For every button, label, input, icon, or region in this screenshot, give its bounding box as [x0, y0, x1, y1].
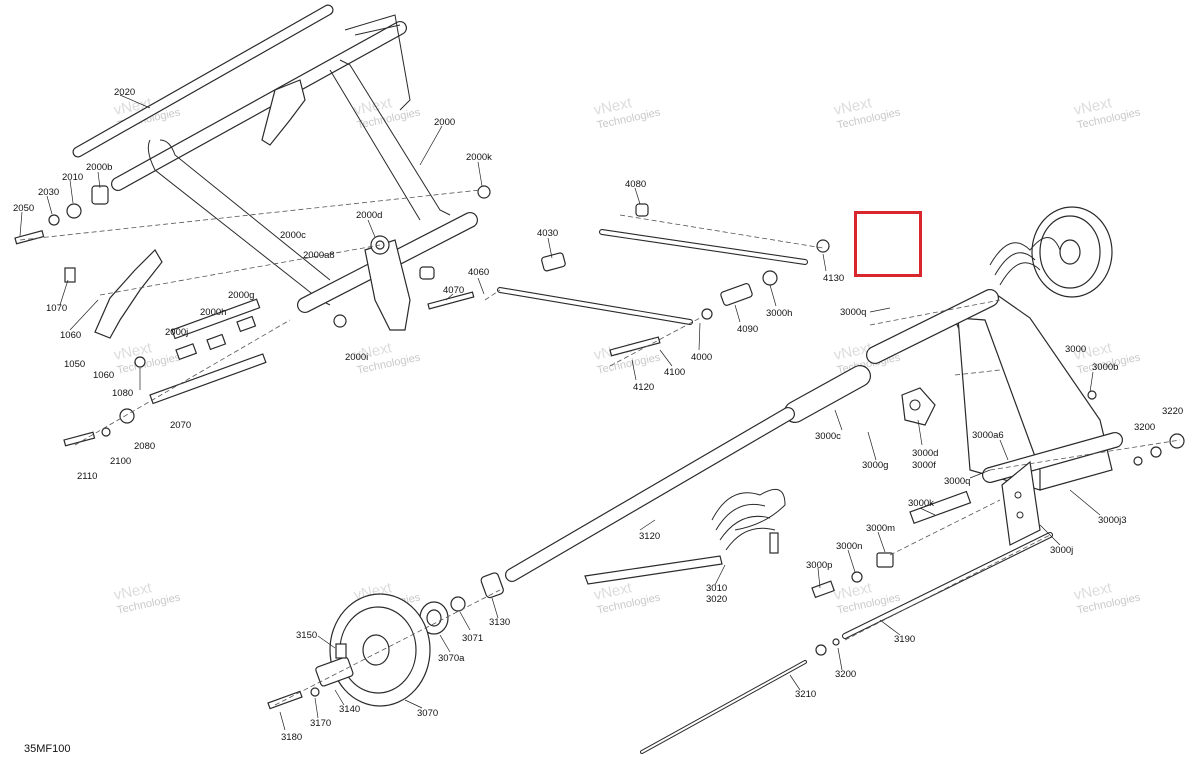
part-label[interactable]: 3000p — [806, 560, 832, 571]
part-label[interactable]: 3000g — [862, 460, 888, 471]
part-label[interactable]: 2000g — [228, 290, 254, 301]
part-label[interactable]: 3000q — [944, 476, 970, 487]
part-label[interactable]: 3000 — [1065, 344, 1086, 355]
part-label[interactable]: 3190 — [894, 634, 915, 645]
link-rod-assembly — [497, 203, 830, 357]
part-label[interactable]: 2000h — [200, 307, 226, 318]
part-label[interactable]: 3140 — [339, 704, 360, 715]
part-label[interactable]: 1070 — [46, 303, 67, 314]
part-label[interactable]: 4120 — [633, 382, 654, 393]
front-arm-assembly — [14, 4, 491, 447]
leader-lines — [19, 94, 1101, 731]
part-label[interactable]: 3010 — [706, 583, 727, 594]
part-label[interactable]: 3220 — [1162, 406, 1183, 417]
part-label[interactable]: 3000d — [912, 448, 938, 459]
highlight-box — [854, 211, 922, 277]
part-label[interactable]: 3000c — [815, 431, 841, 442]
assembly-centerlines — [19, 189, 1181, 706]
part-label[interactable]: 2110 — [77, 471, 97, 482]
part-label[interactable]: 2000b — [86, 162, 112, 173]
part-label[interactable]: 3180 — [281, 732, 302, 743]
part-label[interactable]: 1060 — [60, 330, 81, 341]
part-label[interactable]: 3000q — [840, 307, 866, 318]
part-label[interactable]: 3000b — [1092, 362, 1118, 373]
part-label[interactable]: 3200 — [835, 669, 856, 680]
part-label[interactable]: 3000j — [1050, 545, 1073, 556]
part-label[interactable]: 2070 — [170, 420, 191, 431]
part-label[interactable]: 3070a — [438, 653, 465, 664]
part-label[interactable]: 3120 — [639, 531, 660, 542]
part-label[interactable]: 3130 — [489, 617, 510, 628]
part-label[interactable]: 3000f — [912, 460, 936, 471]
part-label[interactable]: 2000 — [434, 117, 455, 128]
part-label[interactable]: 2030 — [38, 187, 59, 198]
part-label[interactable]: 1050 — [64, 359, 85, 370]
part-label[interactable]: 4030 — [537, 228, 558, 239]
part-label[interactable]: 2100 — [110, 456, 131, 467]
part-label[interactable]: 3170 — [310, 718, 331, 729]
part-label[interactable]: 4130 — [823, 273, 844, 284]
part-label[interactable]: 2010 — [62, 172, 83, 183]
part-label[interactable]: 3210 — [795, 689, 816, 700]
part-label[interactable]: 4000 — [691, 352, 712, 363]
part-label[interactable]: 1080 — [112, 388, 133, 399]
part-label[interactable]: 2000a8 — [303, 250, 335, 261]
part-label[interactable]: 4080 — [625, 179, 646, 190]
part-label[interactable]: 3000n — [836, 541, 862, 552]
part-label[interactable]: 4100 — [664, 367, 685, 378]
part-label[interactable]: 4090 — [737, 324, 758, 335]
part-label[interactable]: 2000i — [345, 352, 368, 363]
part-label[interactable]: 3020 — [706, 594, 727, 605]
part-label[interactable]: 3150 — [296, 630, 317, 641]
part-label[interactable]: 3000m — [866, 523, 895, 534]
part-label[interactable]: 2000c — [280, 230, 306, 241]
part-label[interactable]: 3000h — [766, 308, 792, 319]
part-label[interactable]: 1060 — [93, 370, 114, 381]
part-label[interactable]: 4060 — [468, 267, 489, 278]
part-label[interactable]: 4070 — [443, 285, 464, 296]
part-label[interactable]: 3071 — [462, 633, 483, 644]
part-label[interactable]: 2020 — [114, 87, 135, 98]
part-label[interactable]: 3070 — [417, 708, 438, 719]
part-labels: 2020 2000 2000b 2010 2030 2050 2000k 200… — [13, 87, 1183, 743]
part-label[interactable]: 2000k — [466, 152, 492, 163]
part-label[interactable]: 2000d — [356, 210, 382, 221]
part-label[interactable]: 3000k — [908, 498, 934, 509]
part-label[interactable]: 3200 — [1134, 422, 1155, 433]
axle-spring-idler-assembly — [267, 407, 795, 710]
diagram-code: 35MF100 — [24, 743, 71, 755]
part-label[interactable]: 3000a6 — [972, 430, 1004, 441]
part-label[interactable]: 3000j3 — [1098, 515, 1127, 526]
part-label[interactable]: 2080 — [134, 441, 155, 452]
part-label[interactable]: 2000j — [165, 327, 188, 338]
rear-arm-assembly — [640, 206, 1185, 754]
part-label[interactable]: 2050 — [13, 203, 34, 214]
